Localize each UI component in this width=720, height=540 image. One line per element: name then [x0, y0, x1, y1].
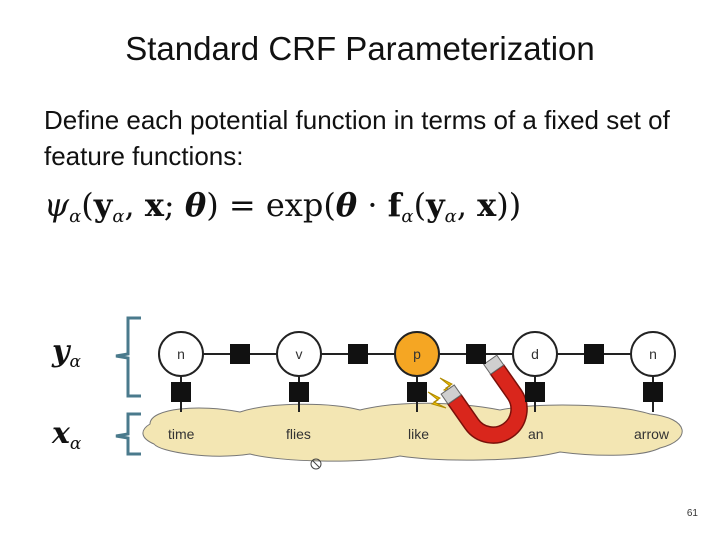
- word-label: arrow: [634, 426, 670, 442]
- x-bracket: [115, 412, 141, 456]
- tag-node: p: [394, 331, 440, 377]
- tag-node: v: [276, 331, 322, 377]
- word-label: like: [408, 426, 430, 442]
- tag-node: d: [512, 331, 558, 377]
- word-label: flies: [286, 426, 311, 442]
- transition-factor: [230, 344, 250, 364]
- transition-factor: [348, 344, 368, 364]
- transition-factor: [466, 344, 486, 364]
- sentence-cloud: [142, 402, 683, 462]
- slide-body: Define each potential function in terms …: [44, 105, 670, 171]
- potential-equation: ψα(yα, x; θ) = exp(θ · fα(yα, x)): [44, 186, 522, 227]
- x-alpha-label: xα: [52, 416, 82, 454]
- slide-title: Standard CRF Parameterization: [125, 30, 595, 67]
- emission-factor: [525, 382, 545, 402]
- tag-node: n: [630, 331, 676, 377]
- tag-node: n: [158, 331, 204, 377]
- magnet-icon: [440, 354, 528, 444]
- emission-factor: [289, 382, 309, 402]
- emission-factor: [643, 382, 663, 402]
- emission-factor: [407, 382, 427, 402]
- y-bracket: [115, 316, 141, 398]
- emission-factor: [171, 382, 191, 402]
- word-label: an: [528, 426, 544, 442]
- arrow-icon: [310, 458, 322, 470]
- word-label: time: [168, 426, 195, 442]
- y-alpha-label: yα: [52, 334, 81, 372]
- transition-factor: [584, 344, 604, 364]
- page-number: 61: [686, 508, 698, 519]
